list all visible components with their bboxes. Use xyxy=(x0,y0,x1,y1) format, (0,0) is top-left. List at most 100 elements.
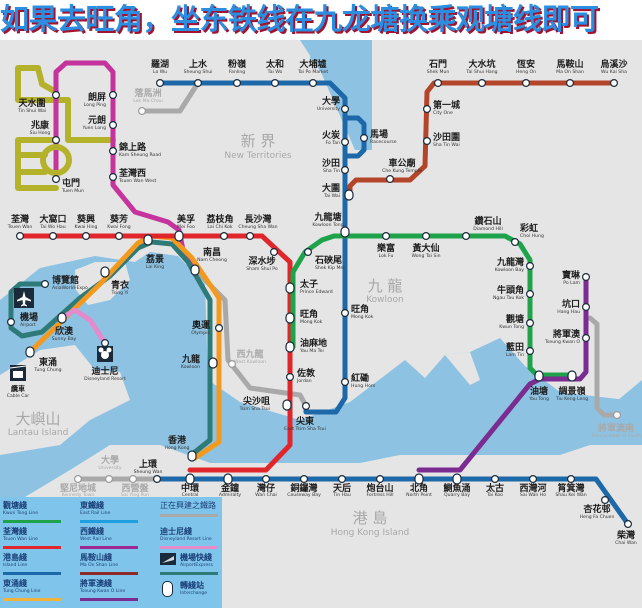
station-marker[interactable] xyxy=(108,147,117,156)
interchange-marker[interactable] xyxy=(282,399,292,411)
station-marker[interactable] xyxy=(338,475,347,484)
station-marker[interactable] xyxy=(521,78,530,87)
interchange-marker[interactable] xyxy=(414,473,424,485)
station-marker[interactable] xyxy=(478,78,487,87)
interchange-marker[interactable] xyxy=(208,357,218,369)
station-marker[interactable] xyxy=(423,104,432,113)
station-marker[interactable] xyxy=(525,262,534,271)
interchange-marker[interactable] xyxy=(174,230,184,242)
station-marker[interactable] xyxy=(194,78,203,87)
station-marker[interactable] xyxy=(270,248,279,257)
station-marker[interactable] xyxy=(129,475,138,484)
interchange-marker[interactable] xyxy=(190,264,200,276)
interchange-marker[interactable] xyxy=(285,282,295,294)
station-marker[interactable] xyxy=(422,232,431,241)
station-marker[interactable] xyxy=(341,166,350,175)
station-marker[interactable] xyxy=(600,496,609,505)
interchange-marker[interactable] xyxy=(187,450,197,462)
station-marker[interactable] xyxy=(565,78,574,87)
station-marker[interactable] xyxy=(48,232,57,241)
station-marker[interactable] xyxy=(525,347,534,356)
station-marker[interactable] xyxy=(16,232,25,241)
station-marker[interactable] xyxy=(566,475,575,484)
station-marker[interactable] xyxy=(300,475,309,484)
station-marker[interactable] xyxy=(228,360,237,369)
station-marker[interactable] xyxy=(233,78,242,87)
interchange-marker[interactable] xyxy=(57,312,67,324)
station-marker[interactable] xyxy=(511,238,520,247)
station-marker[interactable] xyxy=(100,339,109,348)
station-marker[interactable] xyxy=(108,90,117,99)
interchange-marker[interactable] xyxy=(285,341,295,353)
station-marker[interactable] xyxy=(153,475,162,484)
station-marker[interactable] xyxy=(581,303,590,312)
interchange-marker[interactable] xyxy=(100,266,110,278)
interchange-marker[interactable] xyxy=(143,234,153,246)
interchange-marker[interactable] xyxy=(285,312,295,324)
station-marker[interactable] xyxy=(609,78,618,87)
interchange-marker[interactable] xyxy=(25,346,35,358)
station-marker[interactable] xyxy=(525,290,534,299)
station-marker[interactable] xyxy=(108,120,117,129)
station-marker[interactable] xyxy=(215,324,224,333)
station-marker[interactable] xyxy=(51,90,60,99)
station-marker[interactable] xyxy=(73,475,82,484)
interchange-marker[interactable] xyxy=(534,370,544,382)
